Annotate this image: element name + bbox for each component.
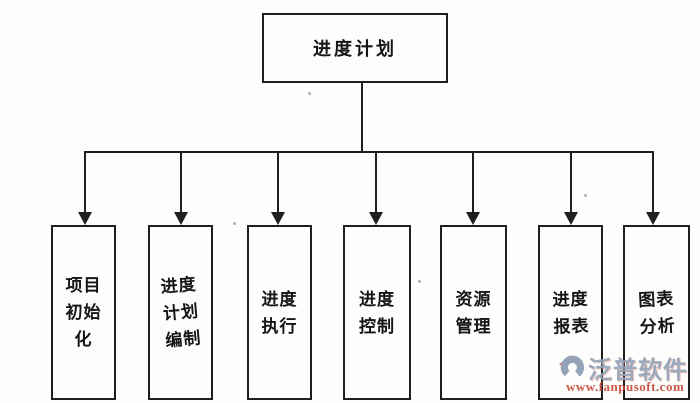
branch-drop-line bbox=[84, 152, 86, 213]
arrow-down-icon bbox=[564, 212, 578, 225]
arrow-down-icon bbox=[466, 212, 480, 225]
box-schedule-control: 进度 控制 bbox=[343, 225, 411, 400]
box-label: 进度 报表 bbox=[551, 288, 590, 337]
box-schedule-execution: 进度 执行 bbox=[247, 225, 312, 400]
box-label: 项目 初始 化 bbox=[65, 276, 102, 349]
arrow-down-icon bbox=[78, 212, 92, 225]
branch-drop-line bbox=[570, 152, 572, 213]
root-box-label: 进度计划 bbox=[313, 39, 397, 59]
scan-speck bbox=[418, 280, 421, 283]
box-resource-management: 资源 管理 bbox=[440, 225, 507, 400]
branch-drop-line bbox=[277, 152, 279, 213]
root-box-schedule-plan: 进度计划 bbox=[262, 13, 448, 83]
box-project-initialization: 项目 初始 化 bbox=[51, 225, 116, 400]
branch-drop-line bbox=[472, 152, 474, 213]
box-label: 进度 执行 bbox=[261, 289, 298, 336]
trunk-line bbox=[361, 83, 363, 152]
scan-speck bbox=[233, 222, 236, 225]
arrow-down-icon bbox=[271, 212, 285, 225]
box-label: 进度 计划 编制 bbox=[159, 274, 202, 351]
branch-drop-line bbox=[375, 152, 377, 213]
branch-drop-line bbox=[652, 152, 654, 213]
branch-drop-line bbox=[180, 152, 182, 213]
scan-speck bbox=[308, 92, 311, 95]
box-chart-analysis: 图表 分析 bbox=[623, 225, 690, 400]
arrow-down-icon bbox=[369, 212, 383, 225]
box-label: 资源 管理 bbox=[455, 289, 492, 336]
arrow-down-icon bbox=[174, 212, 188, 225]
scan-speck bbox=[584, 194, 587, 197]
box-label: 图表 分析 bbox=[637, 288, 676, 337]
box-schedule-plan-preparation: 进度 计划 编制 bbox=[148, 225, 213, 400]
branch-bus-line bbox=[84, 151, 654, 153]
box-label: 进度 控制 bbox=[359, 289, 395, 336]
box-schedule-report: 进度 报表 bbox=[538, 225, 603, 400]
arrow-down-icon bbox=[646, 212, 660, 225]
